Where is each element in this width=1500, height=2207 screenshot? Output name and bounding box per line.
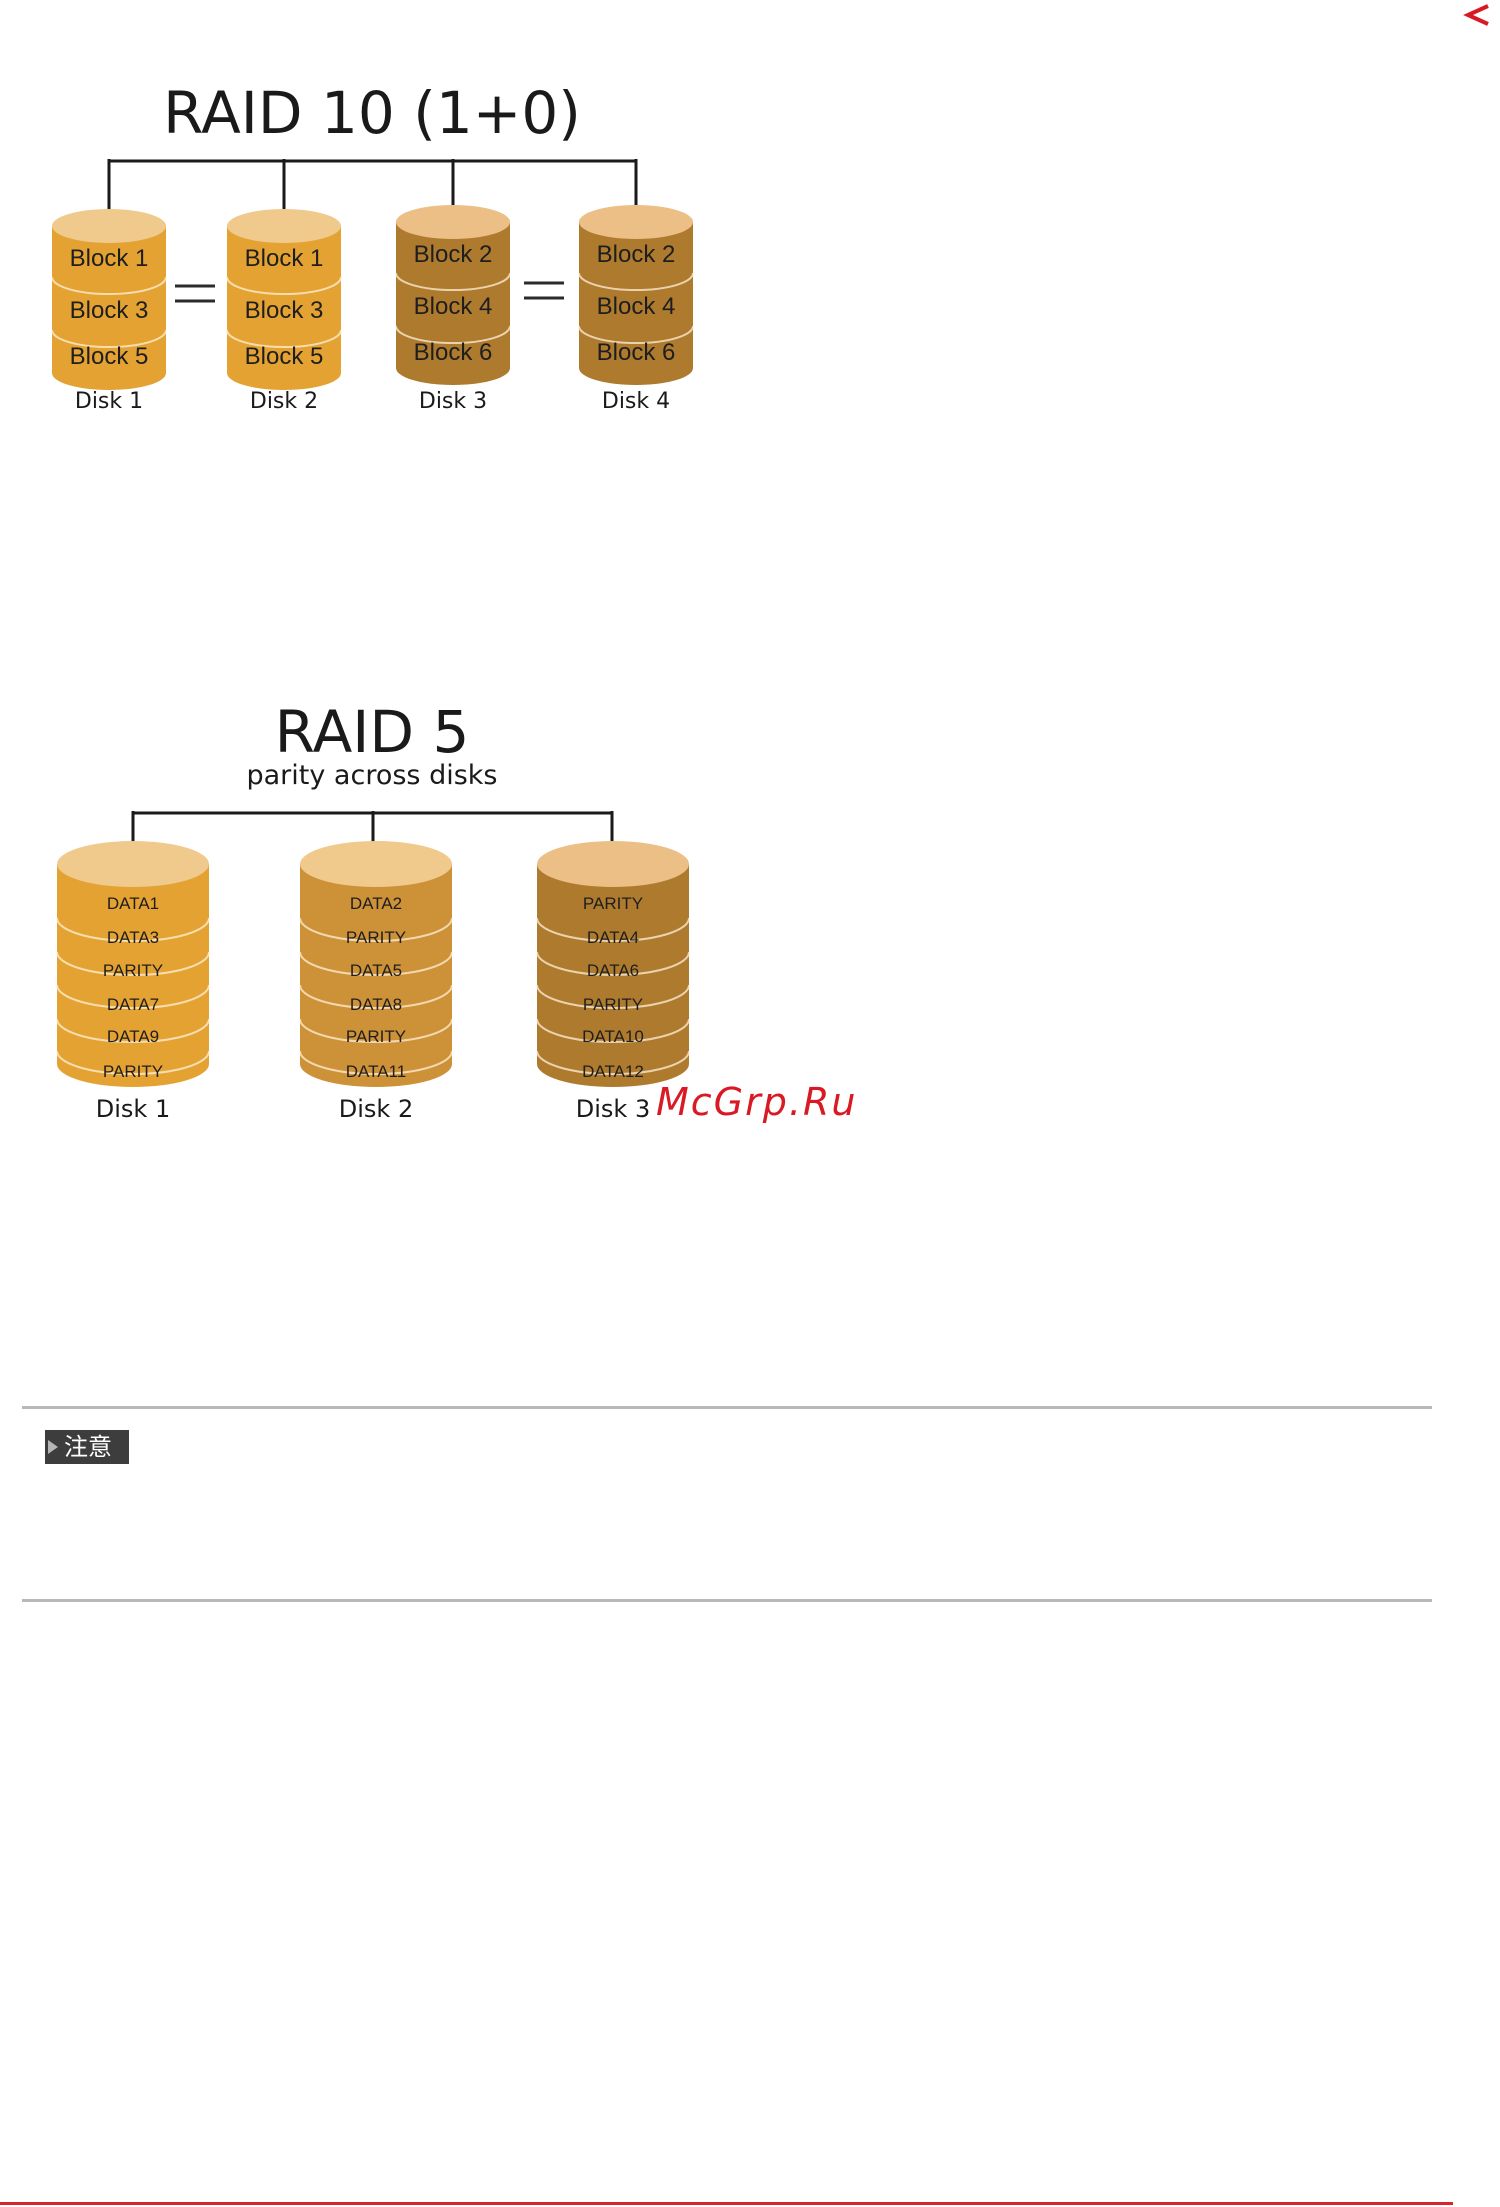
raid10-disk-4-block-label: Block 6 xyxy=(597,339,676,366)
raid5-disk-3-block-label: DATA6 xyxy=(587,961,639,980)
raid10-disk-4-block-label: Block 4 xyxy=(597,293,676,320)
note-label: 注意 xyxy=(64,1433,112,1461)
note-badge: 注意 xyxy=(45,1430,129,1464)
raid10-disk-3-label: Disk 3 xyxy=(419,389,487,414)
raid5-disk-1-top xyxy=(57,841,209,887)
raid5-disk-3-separator xyxy=(536,1050,690,1075)
raid10-disk-4-block-label: Block 2 xyxy=(597,241,676,268)
raid10-disk-1-body xyxy=(52,226,166,390)
back-arrow-icon[interactable] xyxy=(1462,2,1492,28)
raid5-disk-2-separator xyxy=(299,1018,453,1043)
raid5-disk-1-separator xyxy=(56,984,210,1009)
mirror-equal-sign-1 xyxy=(175,284,215,303)
raid5-disk-2-block-label: PARITY xyxy=(346,1027,406,1046)
raid10-disk-1-block-label: Block 1 xyxy=(70,245,149,272)
raid10-disk-3-cylinder: Block 2 Block 4 Block 6 Disk 3 xyxy=(395,205,511,414)
raid5-disk-1-block-label: PARITY xyxy=(103,1062,163,1081)
raid5-diagram: RAID 5 parity across disks DATA1DATA3PAR… xyxy=(56,698,690,1123)
raid10-disk-3-body xyxy=(396,222,510,385)
raid10-disk-3-block-label: Block 4 xyxy=(414,293,493,320)
raid5-disk-3-separator xyxy=(536,1018,690,1043)
raid10-disk-2-block-label: Block 1 xyxy=(245,245,324,272)
watermark: McGrp.Ru xyxy=(656,1080,858,1124)
raid10-disk-2-separator xyxy=(226,329,342,348)
raid5-disk-1-block-label: DATA3 xyxy=(107,928,159,947)
raid5-disk-2-block-label: DATA5 xyxy=(350,961,402,980)
raid10-disk-4-body xyxy=(579,222,693,385)
raid10-disk-1-cylinder: Block 1 Block 3 Block 5 Disk 1 xyxy=(51,209,167,414)
raid10-title: RAID 10 (1+0) xyxy=(163,79,581,147)
raid5-disk-3-separator xyxy=(536,984,690,1009)
raid10-disk-4-cylinder: Block 2 Block 4 Block 6 Disk 4 xyxy=(578,205,694,414)
raid5-disk-2-separator xyxy=(299,984,453,1009)
raid5-disk-1-block-label: DATA7 xyxy=(107,995,159,1014)
raid10-disk-3-top xyxy=(396,205,510,239)
raid10-disk-2-body xyxy=(227,226,341,390)
raid10-connector xyxy=(107,159,638,218)
raid5-disk-3-block-label: DATA12 xyxy=(582,1062,644,1081)
raid5-disk-1-label: Disk 1 xyxy=(96,1095,170,1123)
raid10-diagram: RAID 10 (1+0) Block 1 Block 3 Block 5 Disk … xyxy=(51,79,694,414)
raid10-disk-4-top xyxy=(579,205,693,239)
raid5-disk-3-separator xyxy=(536,951,690,976)
raid5-disk-3-block-label: DATA10 xyxy=(582,1027,644,1046)
raid5-disk-1-block-label: DATA1 xyxy=(107,894,159,913)
note-top-rule xyxy=(22,1406,1432,1409)
raid5-disk-2-block-label: DATA11 xyxy=(346,1062,406,1081)
raid10-disk-2-top xyxy=(227,209,341,243)
raid10-disk-3-separator xyxy=(395,272,511,291)
raid10-disk-3-block-label: Block 6 xyxy=(414,339,493,366)
raid5-disk-1-separator xyxy=(56,1018,210,1043)
raid5-subtitle: parity across disks xyxy=(247,760,498,791)
note-bottom-rule xyxy=(22,1599,1432,1602)
raid10-disk-1-separator xyxy=(51,276,167,295)
raid10-disk-1-separator xyxy=(51,329,167,348)
raid10-disk-4-separator xyxy=(578,272,694,291)
raid10-disk-2-block-label: Block 5 xyxy=(245,343,324,370)
raid10-disk-4-label: Disk 4 xyxy=(602,389,670,414)
raid5-disk-3-block-label: DATA4 xyxy=(587,928,639,947)
raid10-disk-2-label: Disk 2 xyxy=(250,389,318,414)
raid5-title: RAID 5 xyxy=(275,698,470,766)
mirror-equal-sign-2 xyxy=(524,281,564,300)
raid10-disk-3-separator xyxy=(395,325,511,344)
raid5-disk-1-block-label: DATA9 xyxy=(107,1027,159,1046)
raid10-disk-1-block-label: Block 5 xyxy=(70,343,149,370)
raid5-disk-3-block-label: PARITY xyxy=(583,894,643,913)
raid5-disk-1-separator xyxy=(56,1050,210,1075)
raid5-disk-1-block-label: PARITY xyxy=(103,961,163,980)
raid5-disk-3-block-label: PARITY xyxy=(583,995,643,1014)
raid5-disk-3-top xyxy=(537,841,689,887)
play-triangle-icon xyxy=(48,1440,58,1454)
raid5-disk-2-block-label: PARITY xyxy=(346,928,406,947)
raid5-disk-2-block-label: DATA8 xyxy=(350,995,402,1014)
raid10-disk-2-cylinder: Block 1 Block 3 Block 5 Disk 2 xyxy=(226,209,342,414)
raid5-disk-1-separator xyxy=(56,951,210,976)
raid10-disk-1-top xyxy=(52,209,166,243)
raid5-disk-2-separator xyxy=(299,1050,453,1075)
raid5-disk-2-top xyxy=(300,841,452,887)
raid5-disk-2-label: Disk 2 xyxy=(339,1095,413,1123)
raid10-disk-2-block-label: Block 3 xyxy=(245,297,324,324)
raid10-disk-1-label: Disk 1 xyxy=(75,389,143,414)
raid5-disk-2-separator xyxy=(299,917,453,942)
raid5-disk-3-separator xyxy=(536,917,690,942)
raid10-disk-2-separator xyxy=(226,276,342,295)
raid5-disk-2-separator xyxy=(299,951,453,976)
raid10-disk-1-block-label: Block 3 xyxy=(70,297,149,324)
raid10-disk-3-block-label: Block 2 xyxy=(414,241,493,268)
raid5-disk-2-block-label: DATA2 xyxy=(350,894,402,913)
raid5-disk-1-separator xyxy=(56,917,210,942)
raid10-disk-4-separator xyxy=(578,325,694,344)
page-bottom-rule xyxy=(0,2202,1453,2205)
raid5-disk-3-label: Disk 3 xyxy=(576,1095,650,1123)
